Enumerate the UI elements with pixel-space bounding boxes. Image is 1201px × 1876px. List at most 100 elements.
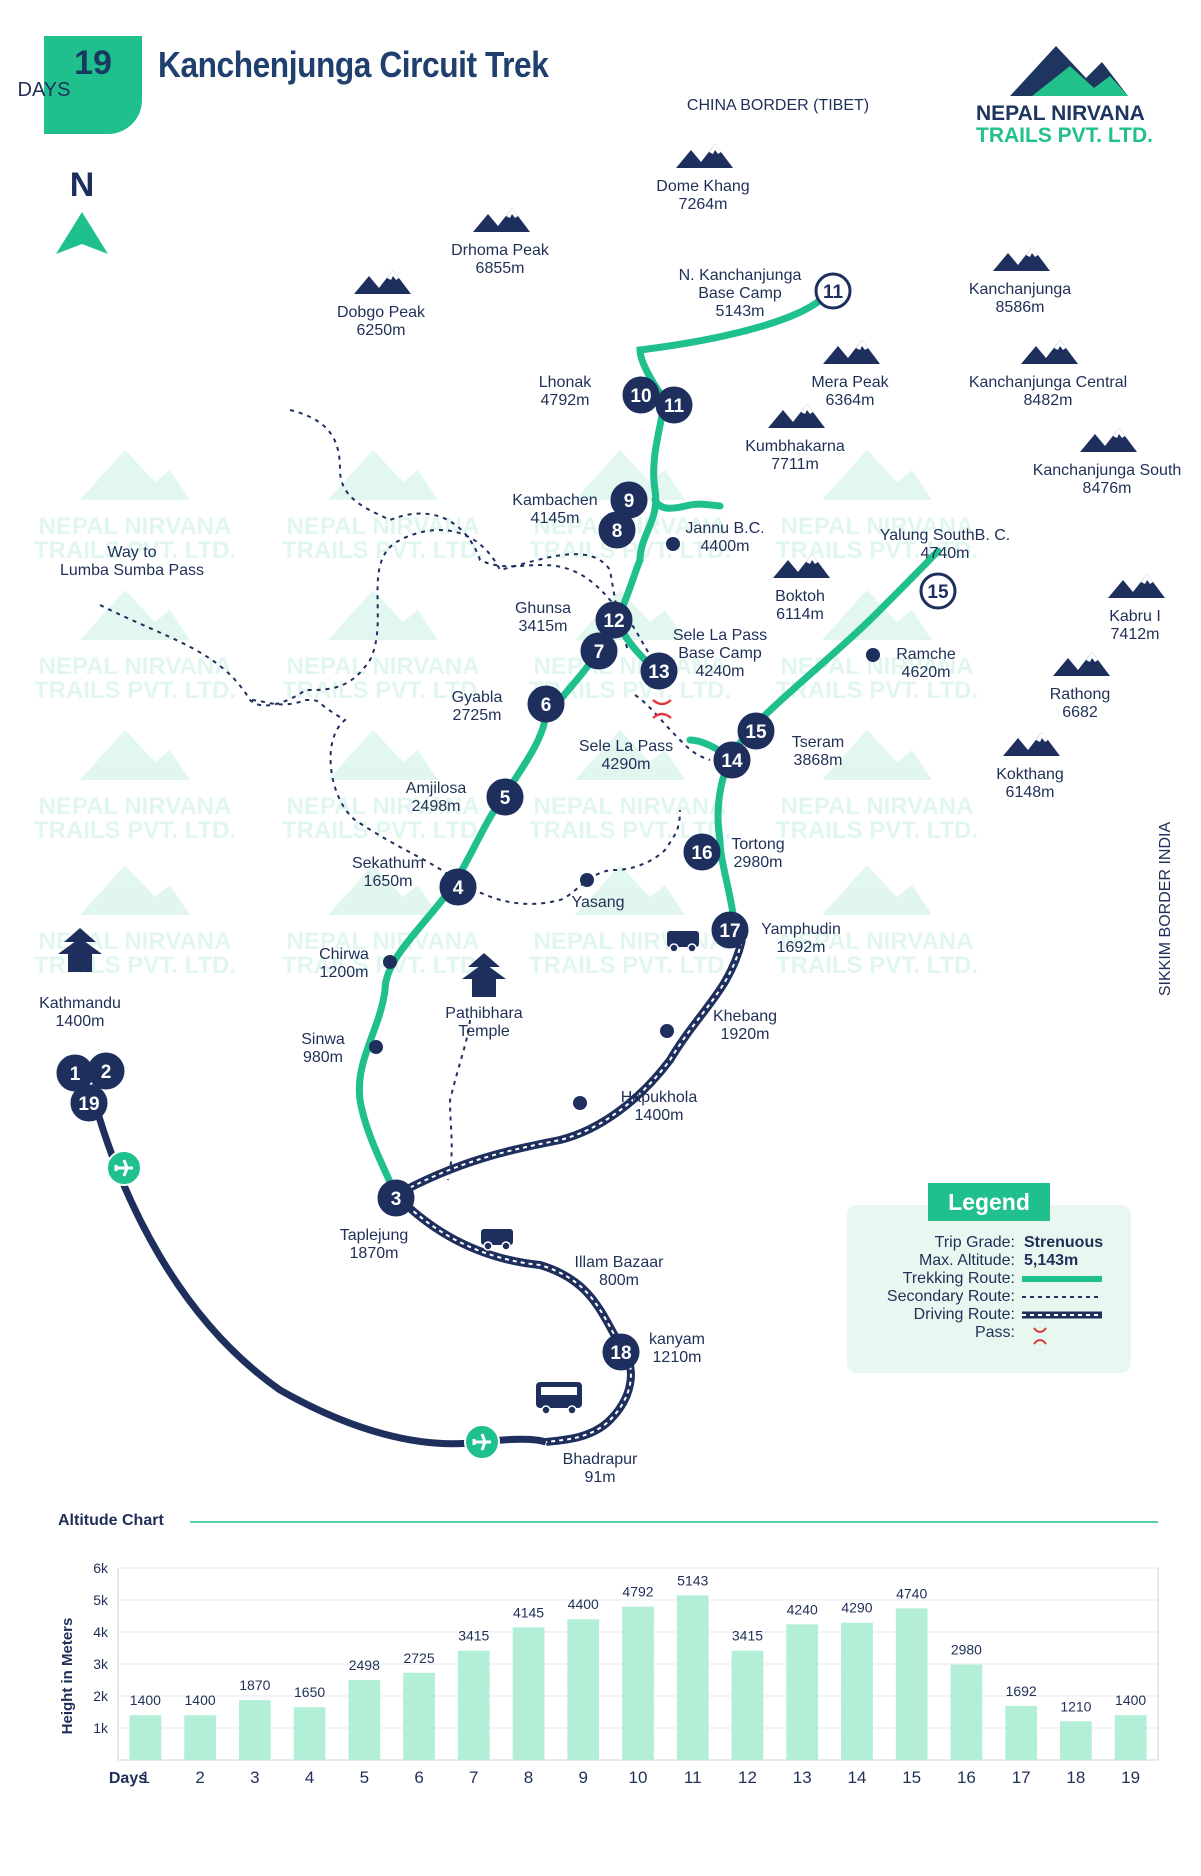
- svg-text:TRAILS PVT. LTD.: TRAILS PVT. LTD.: [34, 817, 236, 844]
- north-arrow-icon: [56, 212, 108, 254]
- svg-text:NEPAL NIRVANA: NEPAL NIRVANA: [39, 653, 232, 680]
- chart-x-tick-label: 13: [793, 1768, 812, 1787]
- chart-data-label: 1400: [130, 1692, 161, 1708]
- chart-data-label: 3415: [458, 1628, 489, 1644]
- svg-text:2: 2: [101, 1062, 112, 1083]
- chart-y-tick-label: 1k: [93, 1720, 109, 1736]
- chart-y-tick-label: 5k: [93, 1592, 109, 1608]
- svg-text:NEPAL NIRVANA: NEPAL NIRVANA: [287, 653, 480, 680]
- days-label: DAYS: [17, 79, 71, 101]
- pass-icon: [652, 699, 672, 719]
- waypoint-dot: [383, 955, 397, 969]
- chart-y-axis-label: Height in Meters: [59, 1618, 76, 1735]
- chart-data-label: 1210: [1060, 1698, 1091, 1714]
- svg-text:TRAILS PVT. LTD.: TRAILS PVT. LTD.: [34, 952, 236, 979]
- stop-marker-10: 10: [622, 376, 660, 414]
- chart-y-tick-label: 3k: [93, 1656, 109, 1672]
- chart-bar: [1060, 1721, 1092, 1760]
- svg-text:TRAILS PVT. LTD.: TRAILS PVT. LTD.: [776, 952, 978, 979]
- chart-bar: [129, 1715, 162, 1760]
- chart-x-tick-label: 19: [1121, 1768, 1140, 1787]
- mountain-icon: [473, 208, 530, 232]
- svg-text:8: 8: [612, 521, 623, 542]
- stop-marker-19: 19: [70, 1084, 108, 1122]
- chart-bar: [622, 1606, 654, 1760]
- chart-x-tick-label: 1: [141, 1768, 150, 1787]
- chart-bar: [567, 1619, 600, 1760]
- mountain-icon: [768, 404, 825, 428]
- legend-pass-label: Pass:: [974, 1324, 1015, 1341]
- legend-trekking-label: Trekking Route:: [902, 1270, 1015, 1287]
- chart-x-tick-label: 14: [847, 1768, 866, 1787]
- chart-x-tick-label: 16: [957, 1768, 976, 1787]
- chart-data-label: 1400: [185, 1692, 216, 1708]
- chart-data-label: 4792: [622, 1584, 653, 1600]
- temple-icon: [58, 928, 102, 972]
- chart-bar: [841, 1622, 873, 1760]
- chart-x-tick-label: 12: [738, 1768, 757, 1787]
- legend-secondary-label: Secondary Route:: [886, 1288, 1015, 1305]
- brand-line1: NEPAL NIRVANA: [976, 102, 1145, 125]
- stop-marker-4: 4: [439, 868, 477, 906]
- legend-swatches: [1022, 1276, 1102, 1345]
- chart-data-label: 2725: [403, 1650, 434, 1666]
- legend-driving-label: Driving Route:: [913, 1306, 1015, 1323]
- svg-text:4: 4: [453, 878, 464, 899]
- svg-text:5: 5: [500, 788, 511, 809]
- svg-text:NEPAL NIRVANA: NEPAL NIRVANA: [287, 793, 480, 820]
- svg-text:TRAILS PVT. LTD.: TRAILS PVT. LTD.: [34, 537, 236, 564]
- temple-icon: [462, 953, 506, 997]
- svg-text:9: 9: [624, 491, 635, 512]
- stop-marker-15: 15: [919, 572, 957, 610]
- chart-data-label: 1870: [239, 1677, 270, 1693]
- chart-bar: [457, 1650, 490, 1760]
- waypoint-dot: [866, 648, 880, 662]
- chart-x-tick-label: 11: [684, 1768, 702, 1787]
- svg-text:11: 11: [823, 282, 844, 303]
- chart-x-tick-label: 2: [195, 1768, 204, 1787]
- stop-marker-14: 14: [713, 741, 751, 779]
- chart-x-tick-label: 9: [579, 1768, 588, 1787]
- mountain-icon: [773, 554, 830, 578]
- chart-x-tick-label: 15: [902, 1768, 921, 1787]
- mountain-icon: [1053, 652, 1110, 676]
- chart-x-tick-label: 6: [414, 1768, 423, 1787]
- peak-icons: [354, 144, 1165, 756]
- chart-data-label: 2980: [951, 1642, 982, 1658]
- svg-text:7: 7: [594, 642, 605, 663]
- svg-text:NEPAL NIRVANA: NEPAL NIRVANA: [781, 928, 974, 955]
- stop-marker-6: 6: [527, 685, 565, 723]
- svg-text:TRAILS PVT. LTD.: TRAILS PVT. LTD.: [776, 677, 978, 704]
- chart-y-tick-label: 4k: [93, 1624, 109, 1640]
- jeep-icon: [481, 1229, 513, 1251]
- chart-bar: [731, 1650, 764, 1760]
- place-jannu-bc: Jannu B.C.4400m: [685, 520, 765, 555]
- svg-text:TRAILS PVT. LTD.: TRAILS PVT. LTD.: [282, 952, 484, 979]
- stop-marker-3: 3: [377, 1179, 415, 1217]
- svg-text:3: 3: [391, 1189, 402, 1210]
- secondary-routes: [99, 409, 711, 1181]
- legend-max-alt-label: Max. Altitude:: [918, 1252, 1015, 1269]
- svg-text:NEPAL NIRVANA: NEPAL NIRVANA: [781, 513, 974, 540]
- mountain-icon: [354, 270, 411, 294]
- svg-text:11: 11: [664, 396, 685, 417]
